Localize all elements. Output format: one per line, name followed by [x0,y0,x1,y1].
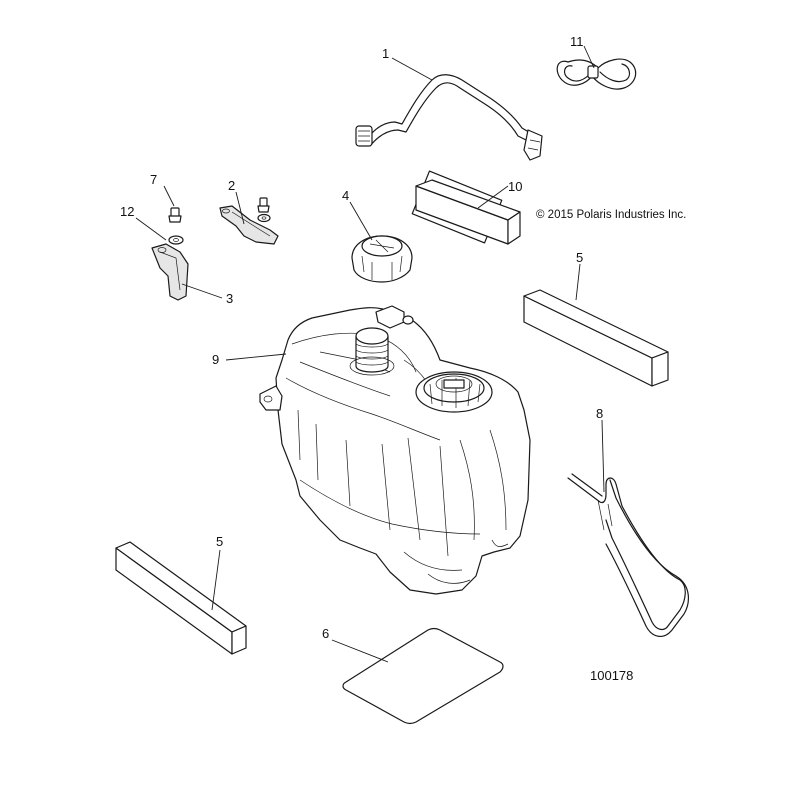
leader-12 [135,217,167,241]
callout-12: 12 [120,204,134,219]
right-bracket-part [219,205,279,245]
figure-number: 100178 [590,668,633,683]
foam-pad-5-lower [115,541,247,655]
leader-5a [575,263,581,301]
bolt-part [168,207,182,223]
leader-9 [225,353,287,361]
fuel-cap-part [351,235,413,283]
callout-11: 11 [570,34,584,49]
leader-7 [163,185,175,207]
leader-10 [477,185,509,209]
leader-4 [349,201,373,241]
hose-clamp-part [556,58,637,90]
left-bracket-part [151,243,189,301]
callout-2: 2 [228,178,235,193]
leader-lines [135,45,605,663]
leader-5b [211,549,221,611]
leader-2 [235,191,245,225]
foam-pad-10 [411,170,521,245]
leader-11 [583,45,595,69]
callout-4: 4 [342,188,349,203]
fuel-line-part [567,473,689,637]
callout-9: 9 [212,352,219,367]
label-pad-6 [342,627,504,725]
callout-8: 8 [596,406,603,421]
washer-part [168,213,271,245]
callout-5-upper: 5 [576,250,583,265]
callout-1: 1 [382,46,389,61]
callout-labels: 1 11 7 2 12 3 4 10 5 8 9 5 6 [120,34,603,641]
leader-1 [391,57,433,81]
callout-6: 6 [322,626,329,641]
leader-3 [181,283,223,299]
bolt-part-2 [257,197,270,213]
callout-3: 3 [226,291,233,306]
callout-5-lower: 5 [216,534,223,549]
leader-6 [331,639,389,663]
callout-10: 10 [508,179,522,194]
callout-7: 7 [150,172,157,187]
copyright-notice: © 2015 Polaris Industries Inc. [536,209,686,221]
fuel-tank-part [259,305,531,595]
vent-hose-part [355,74,543,161]
leader-8 [601,419,605,493]
foam-pad-5-upper [523,289,669,387]
